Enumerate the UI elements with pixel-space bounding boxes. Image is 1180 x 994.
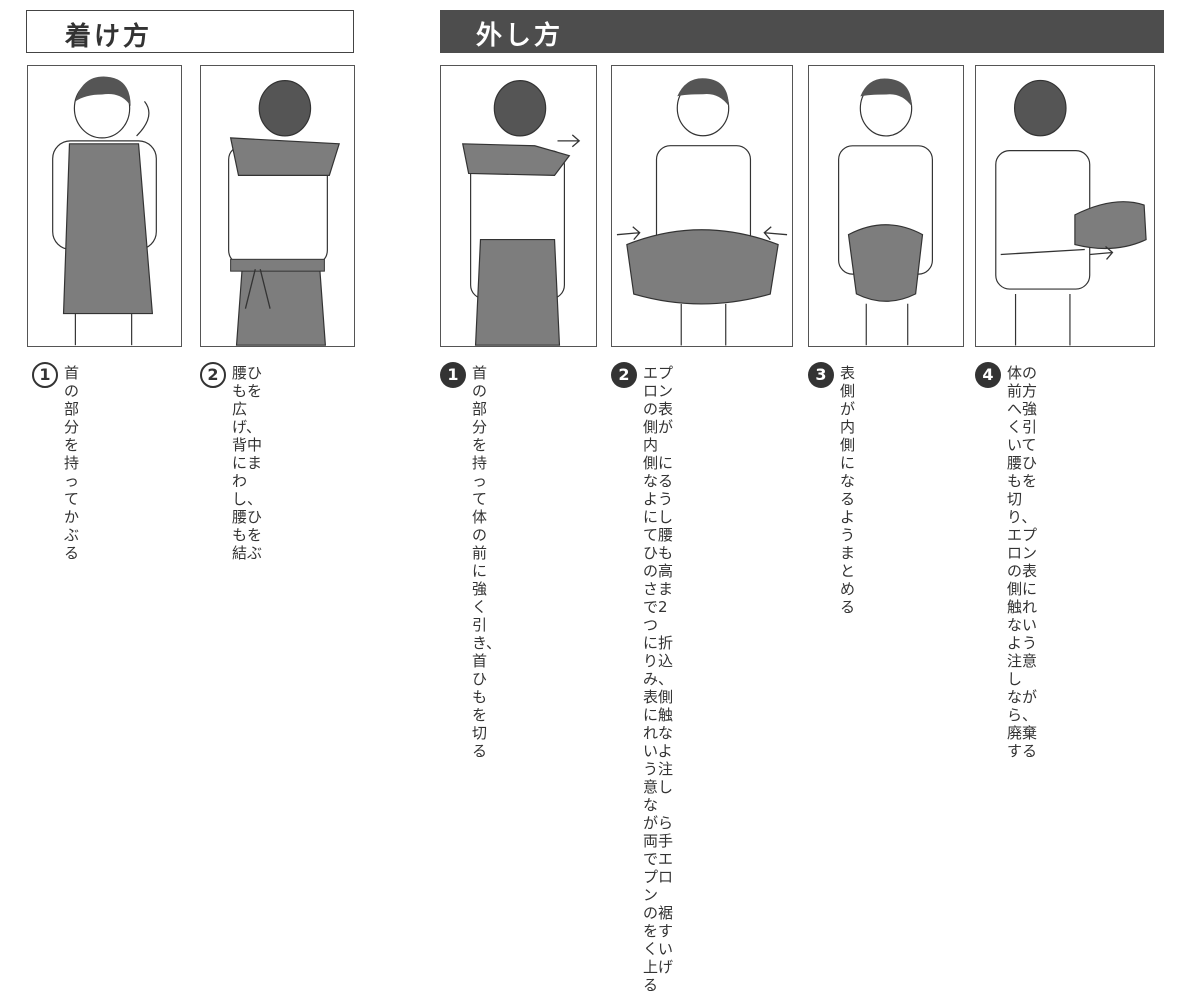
person-folding-apron-icon [616, 78, 788, 346]
step-number-badge: 1 [440, 362, 466, 388]
person-donning-apron-icon [52, 76, 157, 346]
take-off-illustration-2 [611, 65, 793, 347]
person-bundling-apron-icon [838, 78, 933, 346]
person-discarding-apron-icon [995, 79, 1147, 346]
take-off-title: 外し方 [476, 21, 564, 51]
put-on-title: 着け方 [65, 22, 153, 52]
step-number-circle: 2 [200, 362, 226, 388]
take-off-illustration-4 [975, 65, 1155, 347]
step-text: 表側が内側にな るようまとめる [840, 364, 856, 616]
take-off-illustration-1 [440, 65, 597, 347]
step-number-badge: 3 [808, 362, 834, 388]
put-on-illustration-2 [200, 65, 355, 347]
person-tying-apron-icon [228, 80, 340, 346]
person-pulling-neck-icon [461, 80, 581, 346]
step-text: 首の部分を持って 体の前に強く引き、 首ひもを切る [472, 364, 501, 760]
step-text: 腰ひもを広げ、 背中にまわし、 腰ひもを結ぶ [232, 364, 263, 562]
step-number-circle: 1 [32, 362, 58, 388]
take-off-header: 外し方 [440, 10, 1164, 53]
take-off-illustration-3 [808, 65, 964, 347]
step-text: 首の部分を持っ てかぶる [64, 364, 80, 562]
put-on-header: 着け方 [26, 10, 354, 53]
step-text: エプロンの表側が内 側になるようにして腰 ひもの高さまで2つ に折り込み、表側に… [643, 364, 674, 994]
step-number-badge: 2 [611, 362, 637, 388]
step-number-badge: 4 [975, 362, 1001, 388]
put-on-illustration-1 [27, 65, 182, 347]
step-text: 体の前方へ強く引 いて腰ひもを切り、 エプロンの表側に 触れないよう注意し なが… [1007, 364, 1038, 760]
